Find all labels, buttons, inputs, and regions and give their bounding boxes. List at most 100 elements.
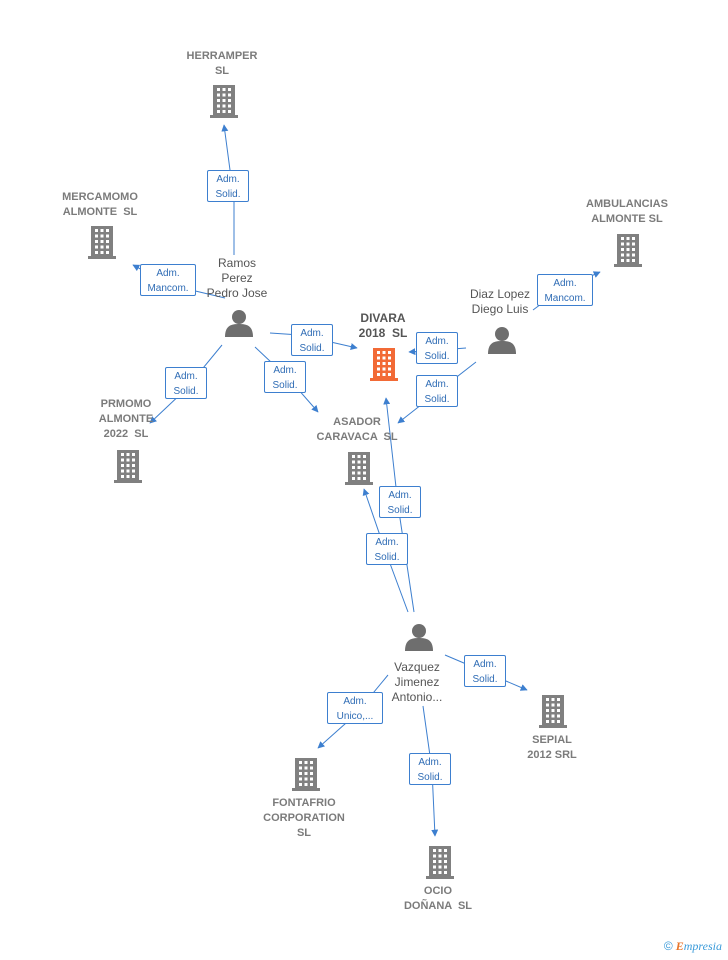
- building-icon-divara: [370, 348, 398, 381]
- building-window: [444, 860, 447, 863]
- building-window: [551, 698, 555, 701]
- building-window: [433, 849, 436, 852]
- building-window: [299, 777, 302, 781]
- company-label-herramper[interactable]: HERRAMPER SL: [186, 50, 258, 77]
- building-window: [551, 709, 555, 712]
- building-window: [95, 240, 98, 243]
- relation-box[interactable]: Adm. Solid.: [464, 655, 506, 687]
- building-window: [363, 466, 366, 469]
- building-window: [546, 709, 549, 712]
- relation-box[interactable]: Adm. Unico,...: [327, 692, 383, 724]
- building-window: [433, 871, 436, 874]
- building-window: [433, 854, 436, 858]
- person-icon-diaz: [488, 327, 516, 354]
- company-label-fontafrio[interactable]: FONTAFRIO CORPORATION SL: [263, 797, 345, 839]
- buildings: [88, 85, 642, 879]
- building-window: [357, 477, 361, 480]
- building-window: [126, 464, 130, 467]
- building-window: [626, 253, 630, 257]
- relation-box[interactable]: Adm. Solid.: [291, 324, 333, 356]
- building-window: [304, 777, 308, 781]
- building-icon-herramper: [210, 85, 238, 118]
- building-window: [632, 253, 635, 257]
- company-label-divara[interactable]: DIVARA 2018 SL: [358, 311, 408, 340]
- building-window: [106, 240, 109, 243]
- building-icon-prmomo: [114, 450, 142, 483]
- building-window: [121, 475, 124, 478]
- building-window: [304, 766, 308, 770]
- building-window: [121, 464, 124, 467]
- building-window: [100, 251, 104, 254]
- relation-box[interactable]: Adm. Solid.: [416, 332, 458, 364]
- building-window: [444, 871, 447, 874]
- building-window: [126, 458, 130, 462]
- building-window: [632, 237, 635, 240]
- building-window: [310, 761, 313, 764]
- building-window: [621, 242, 624, 246]
- relation-box[interactable]: Adm. Solid.: [379, 486, 421, 518]
- person-label-vazquez[interactable]: Vazquez Jimenez Antonio...: [391, 660, 443, 704]
- building-window: [100, 240, 104, 243]
- building-window: [444, 854, 447, 858]
- relation-box[interactable]: Adm. Solid.: [165, 367, 207, 399]
- company-label-ocio[interactable]: OCIO DOÑANA SL: [403, 885, 473, 912]
- building-window: [621, 237, 624, 240]
- person-label-ramos[interactable]: Ramos Perez Pedro Jose: [206, 256, 268, 300]
- relation-box[interactable]: Adm. Mancom.: [140, 264, 196, 296]
- building-window: [352, 466, 355, 469]
- company-label-sepial[interactable]: SEPIAL 2012 SRL: [527, 734, 577, 761]
- relation-box[interactable]: Adm. Solid.: [416, 375, 458, 407]
- building-window: [310, 783, 313, 786]
- company-label-mercamomo[interactable]: MERCAMOMO ALMONTE SL: [62, 191, 138, 218]
- relation-box[interactable]: Adm. Solid.: [207, 170, 249, 202]
- building-window: [352, 455, 355, 458]
- building-window: [304, 783, 308, 786]
- building-window: [95, 245, 98, 249]
- relation-box[interactable]: Adm. Solid.: [409, 753, 451, 785]
- building-window: [126, 469, 130, 473]
- building-window: [546, 720, 549, 723]
- company-label-prmomo[interactable]: PRMOMO ALMONTE 2022 SL: [98, 398, 154, 440]
- building-window: [621, 248, 624, 251]
- building-window: [304, 761, 308, 764]
- relation-box[interactable]: Adm. Solid.: [366, 533, 408, 565]
- building-window: [626, 242, 630, 246]
- footer-brand: © Empresia: [664, 939, 722, 954]
- building-window: [382, 373, 386, 376]
- building-window: [132, 475, 135, 478]
- building-window: [310, 777, 313, 781]
- building-window: [438, 854, 442, 858]
- building-window: [217, 104, 220, 108]
- building-window: [95, 229, 98, 232]
- building-window: [557, 720, 560, 723]
- building-window: [106, 229, 109, 232]
- building-window: [126, 453, 130, 456]
- building-window: [363, 460, 366, 464]
- building-window: [377, 367, 380, 371]
- building-window: [557, 709, 560, 712]
- building-icon-asador: [345, 452, 373, 485]
- building-window: [388, 373, 391, 376]
- building-window: [352, 460, 355, 464]
- building-window: [106, 234, 109, 238]
- relation-box[interactable]: Adm. Mancom.: [537, 274, 593, 306]
- person-label-diaz[interactable]: Diaz Lopez Diego Luis: [469, 287, 531, 316]
- building-window: [626, 237, 630, 240]
- building-window: [551, 714, 555, 718]
- building-window: [557, 703, 560, 707]
- building-window: [228, 93, 231, 97]
- building-icon-fontafrio: [292, 758, 320, 791]
- building-window: [357, 471, 361, 475]
- building-window: [132, 458, 135, 462]
- company-label-ambulancias[interactable]: AMBULANCIAS ALMONTE SL: [586, 198, 668, 225]
- building-window: [377, 362, 380, 365]
- building-window: [352, 471, 355, 475]
- building-window: [95, 234, 98, 238]
- person-icon-ramos: [225, 310, 253, 337]
- building-window: [438, 865, 442, 869]
- building-window: [438, 860, 442, 863]
- building-window: [363, 471, 366, 475]
- company-label-asador[interactable]: ASADOR CARAVACA SL: [316, 416, 398, 443]
- relation-box[interactable]: Adm. Solid.: [264, 361, 306, 393]
- building-window: [388, 362, 391, 365]
